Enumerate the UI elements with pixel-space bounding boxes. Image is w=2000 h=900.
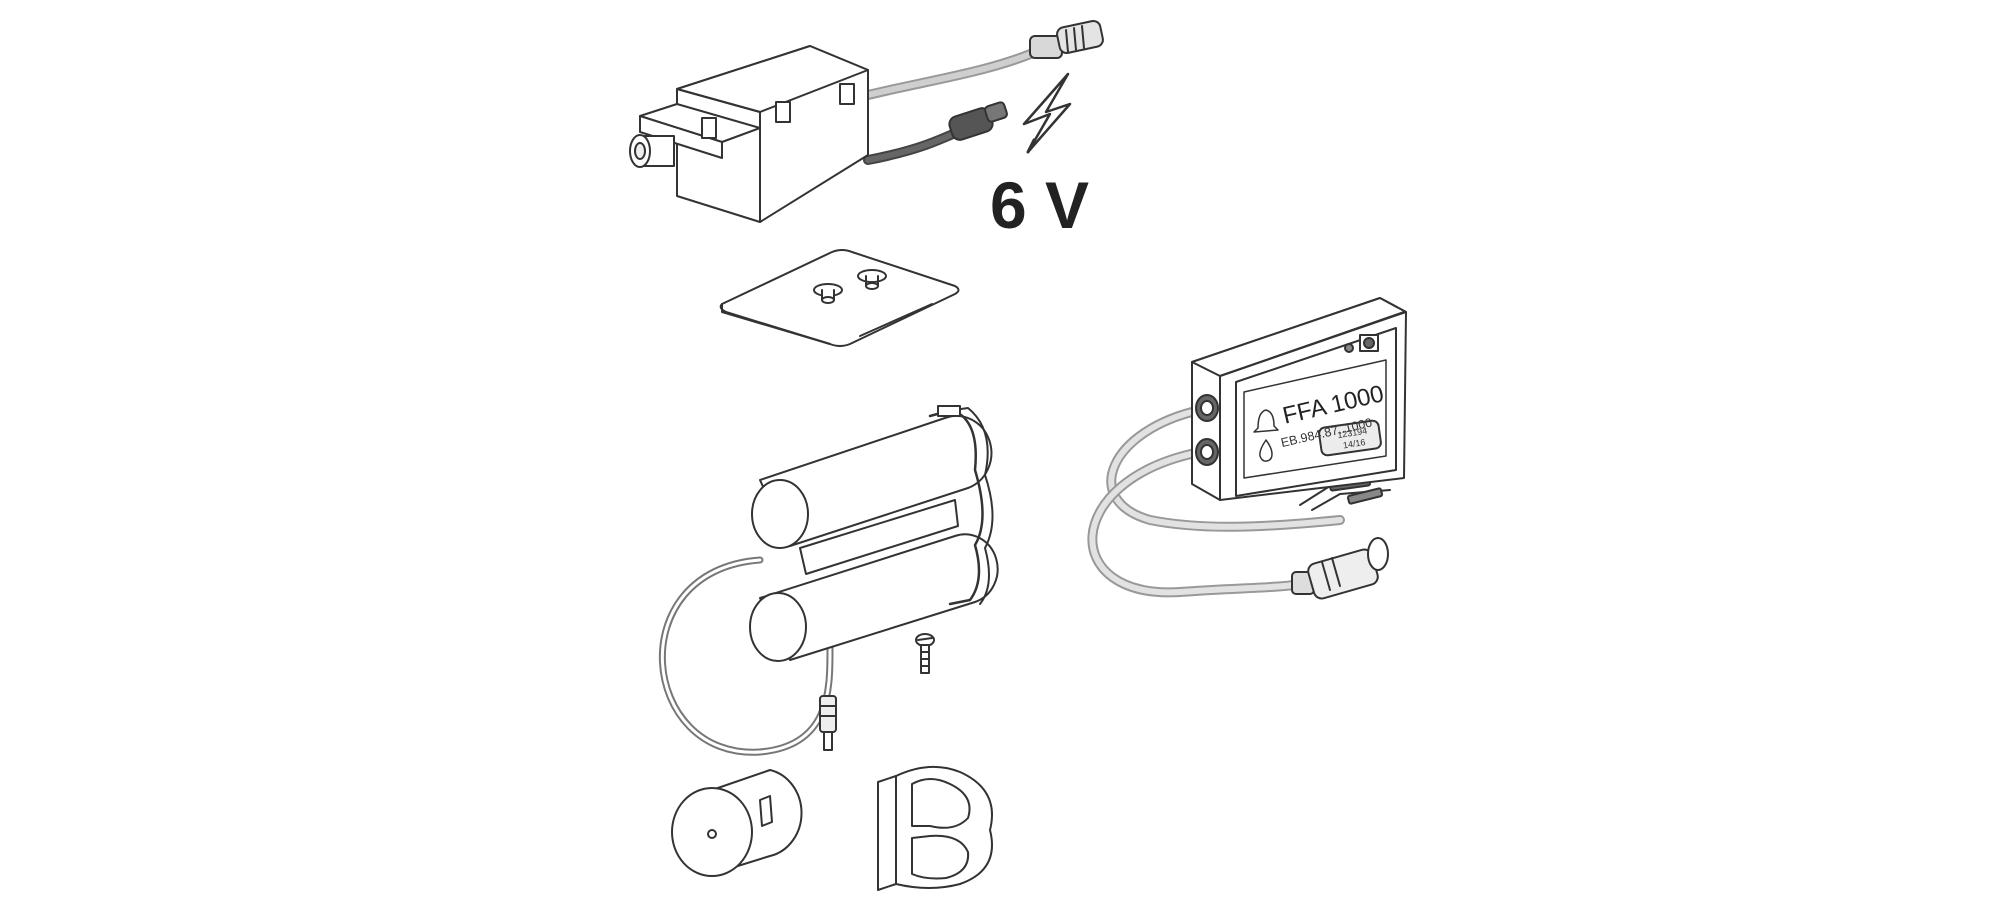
mounting-stud-2	[857, 269, 887, 290]
water-drop-icon	[1259, 439, 1273, 462]
cable-grommet-1	[1195, 394, 1219, 422]
mounting-plate	[719, 249, 960, 347]
serial-sticker	[1318, 419, 1382, 457]
bell-icon	[1253, 409, 1279, 433]
adjustment-knob	[629, 134, 675, 168]
mounting-stud-1	[813, 283, 843, 304]
cable-plug-dark	[948, 101, 1008, 141]
power-supply-unit	[629, 20, 1104, 223]
reset-button	[1359, 334, 1379, 352]
module-serial: 123194	[1337, 426, 1368, 441]
cable-clip-holder	[877, 765, 993, 891]
control-module	[1087, 297, 1407, 600]
module-date-code: 14/16	[1342, 437, 1366, 450]
battery-plug	[819, 695, 837, 751]
cable-plug-light	[1029, 20, 1104, 59]
battery-pack	[659, 405, 999, 756]
round-cap	[671, 769, 803, 877]
voltage-label: 6 V	[990, 168, 1089, 242]
module-connector	[1291, 537, 1389, 600]
cable-grommet-2	[1195, 438, 1219, 466]
lightning-bolt-icon	[1022, 72, 1072, 154]
status-led	[1344, 343, 1354, 353]
mounting-screw	[915, 633, 935, 674]
